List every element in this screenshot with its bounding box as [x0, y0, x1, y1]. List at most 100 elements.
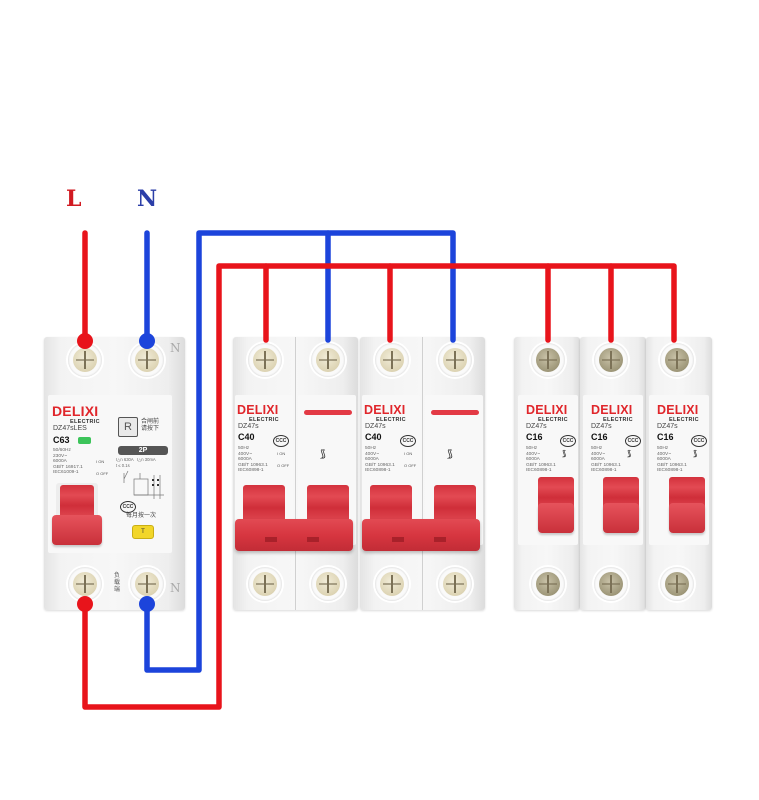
tiebar-slot: [265, 537, 277, 542]
brand: DELIXI: [657, 403, 699, 417]
residual-spec: I△n 630A I△n 30mA: [116, 457, 156, 462]
pole-divider: [422, 337, 423, 610]
rcbo-toggle-tab[interactable]: [52, 515, 102, 545]
circuit-schematic-icon: [123, 470, 164, 499]
mcb-2p-1-line-terminal-n[interactable]: [311, 343, 345, 377]
mcb-1p-1-line-terminal[interactable]: [531, 343, 565, 377]
ccc-mark-icon: CCC: [400, 435, 416, 447]
brand-sub: ELECTRIC: [669, 417, 699, 423]
screw-icon: [599, 348, 623, 372]
rcbo-specs: 50/60Hz 230V~ 6000A GB/T 16917.1 IEC6100…: [53, 448, 83, 476]
screw-icon: [135, 572, 159, 596]
brand: DELIXI: [364, 403, 406, 417]
mcb-1p-1: DELIXI ELECTRIC DZ47s C16 CCC 50Hz 400V~…: [514, 337, 580, 610]
mcb-2p-1-load-terminal-l[interactable]: [248, 567, 282, 601]
handle-n[interactable]: [434, 485, 476, 523]
monthly-test-note: 每月按一次: [126, 513, 157, 519]
specs: 50Hz 400V~ 6000A GB/T 10963.1 IEC60898-1: [526, 446, 556, 474]
trip-time: t ≤ 0.1s: [116, 463, 130, 468]
contact-symbol-icon: ⟆⟆: [693, 449, 698, 458]
model: DZ47s: [657, 423, 678, 430]
mcb-2p-1-line-terminal-l[interactable]: [248, 343, 282, 377]
specs: 50Hz 400V~ 6000A GB/T 10963.1 IEC60898-1: [657, 446, 687, 474]
mcb-1p-3-load-terminal[interactable]: [660, 567, 694, 601]
mcb-1p-2-line-terminal[interactable]: [594, 343, 628, 377]
contact-symbol-icon: ⟆⟆: [447, 449, 453, 460]
screw-icon: [380, 348, 404, 372]
ccc-mark-icon: CCC: [625, 435, 641, 447]
brand: DELIXI: [591, 403, 633, 417]
pole-face: DELIXI ELECTRIC DZ47s C16 CCC 50Hz 400V~…: [518, 395, 578, 545]
reset-indicator: R: [118, 417, 138, 437]
poles-badge: 2P: [118, 446, 168, 455]
mcb-2p-1: DELIXI ELECTRIC DZ47s C40 CCC 50Hz 400V~…: [233, 337, 358, 610]
rcbo-front-face: DELIXI ELECTRIC DZ47sLES C63 50/60Hz 230…: [48, 395, 172, 553]
rcbo-model: DZ47sLES: [53, 425, 87, 432]
mcb-1p-1-toggle-handle[interactable]: [538, 503, 574, 533]
screw-icon: [665, 572, 689, 596]
rcbo-onoff-marks: I ON O OFF: [96, 459, 109, 476]
ccc-mark-icon: CCC: [273, 435, 289, 447]
handle-n[interactable]: [307, 485, 349, 523]
screw-icon: [443, 348, 467, 372]
reset-note-2: 请按下: [141, 426, 160, 432]
mcb-2p-2-toggle-tiebar[interactable]: [362, 519, 480, 551]
mcb-1p-3: DELIXI ELECTRIC DZ47s C16 CCC 50Hz 400V~…: [646, 337, 712, 610]
neutral-pole-bar: [304, 410, 352, 415]
brand: DELIXI: [526, 403, 568, 417]
mcb-2p-2-load-terminal-n[interactable]: [438, 567, 472, 601]
onoff-marks: I ON O OFF: [277, 451, 290, 468]
screw-icon: [380, 572, 404, 596]
rating: C40: [238, 432, 255, 442]
load-side-label: 负载端: [114, 573, 121, 593]
reset-note-1: 合闸前: [141, 419, 160, 425]
mcb-2p-1-toggle-tiebar[interactable]: [235, 519, 353, 551]
rating: C16: [657, 432, 674, 442]
specs: 50Hz 400V~ 6000A GB/T 10963.1 IEC60898-1: [591, 446, 621, 474]
rcbo-brand: DELIXI: [52, 403, 99, 419]
handle-l[interactable]: [370, 485, 412, 523]
rating: C16: [526, 432, 543, 442]
contact-symbol-icon: ⟆⟆: [562, 449, 567, 458]
brand: DELIXI: [237, 403, 279, 417]
mcb-1p-2-toggle-handle[interactable]: [603, 503, 639, 533]
status-indicator: [78, 437, 91, 444]
screw-icon: [73, 572, 97, 596]
pole-divider: [295, 337, 296, 610]
mcb-1p-2-load-terminal[interactable]: [594, 567, 628, 601]
neutral-label: N: [137, 186, 158, 212]
rcbo-line-terminal-n[interactable]: [130, 343, 164, 377]
pole-face: DELIXI ELECTRIC DZ47s C16 CCC 50Hz 400V~…: [583, 395, 643, 545]
mcb-1p-1-load-terminal[interactable]: [531, 567, 565, 601]
screw-icon: [73, 348, 97, 372]
mcb-2p-1-load-terminal-n[interactable]: [311, 567, 345, 601]
screw-icon: [316, 348, 340, 372]
rcbo-toggle-handle[interactable]: [60, 485, 94, 519]
handle-l[interactable]: [243, 485, 285, 523]
rating: C40: [365, 432, 382, 442]
rcbo-load-terminal-n[interactable]: [130, 567, 164, 601]
screw-icon: [135, 348, 159, 372]
tiebar-slot: [434, 537, 446, 542]
test-button[interactable]: T: [132, 525, 154, 539]
model: DZ47s: [526, 423, 547, 430]
ccc-mark-icon: CCC: [120, 501, 136, 513]
mcb-2p-2-load-terminal-l[interactable]: [375, 567, 409, 601]
rcbo-rating: C63: [53, 435, 70, 445]
mcb-2p-2: DELIXI ELECTRIC DZ47s C40 CCC 50Hz 400V~…: [360, 337, 485, 610]
rcbo-main-switch: N DELIXI ELECTRIC DZ47sLES C63 50/60Hz 2…: [44, 337, 185, 610]
mcb-1p-3-toggle-handle[interactable]: [669, 503, 705, 533]
model: DZ47s: [591, 423, 612, 430]
rcbo-load-terminal-l[interactable]: [68, 567, 102, 601]
neutral-mark-top: N: [170, 341, 181, 355]
screw-icon: [599, 572, 623, 596]
contact-symbol-icon: ⟆⟆: [320, 449, 326, 460]
mcb-1p-3-line-terminal[interactable]: [660, 343, 694, 377]
tiebar-slot: [307, 537, 319, 542]
mcb-2p-2-line-terminal-l[interactable]: [375, 343, 409, 377]
mcb-2p-2-line-terminal-n[interactable]: [438, 343, 472, 377]
pole-face: DELIXI ELECTRIC DZ47s C16 CCC 50Hz 400V~…: [649, 395, 709, 545]
rcbo-line-terminal-l[interactable]: [68, 343, 102, 377]
ccc-mark-icon: CCC: [560, 435, 576, 447]
specs: 50Hz 400V~ 6000A GB/T 10963.1 IEC60898-1: [365, 446, 395, 474]
